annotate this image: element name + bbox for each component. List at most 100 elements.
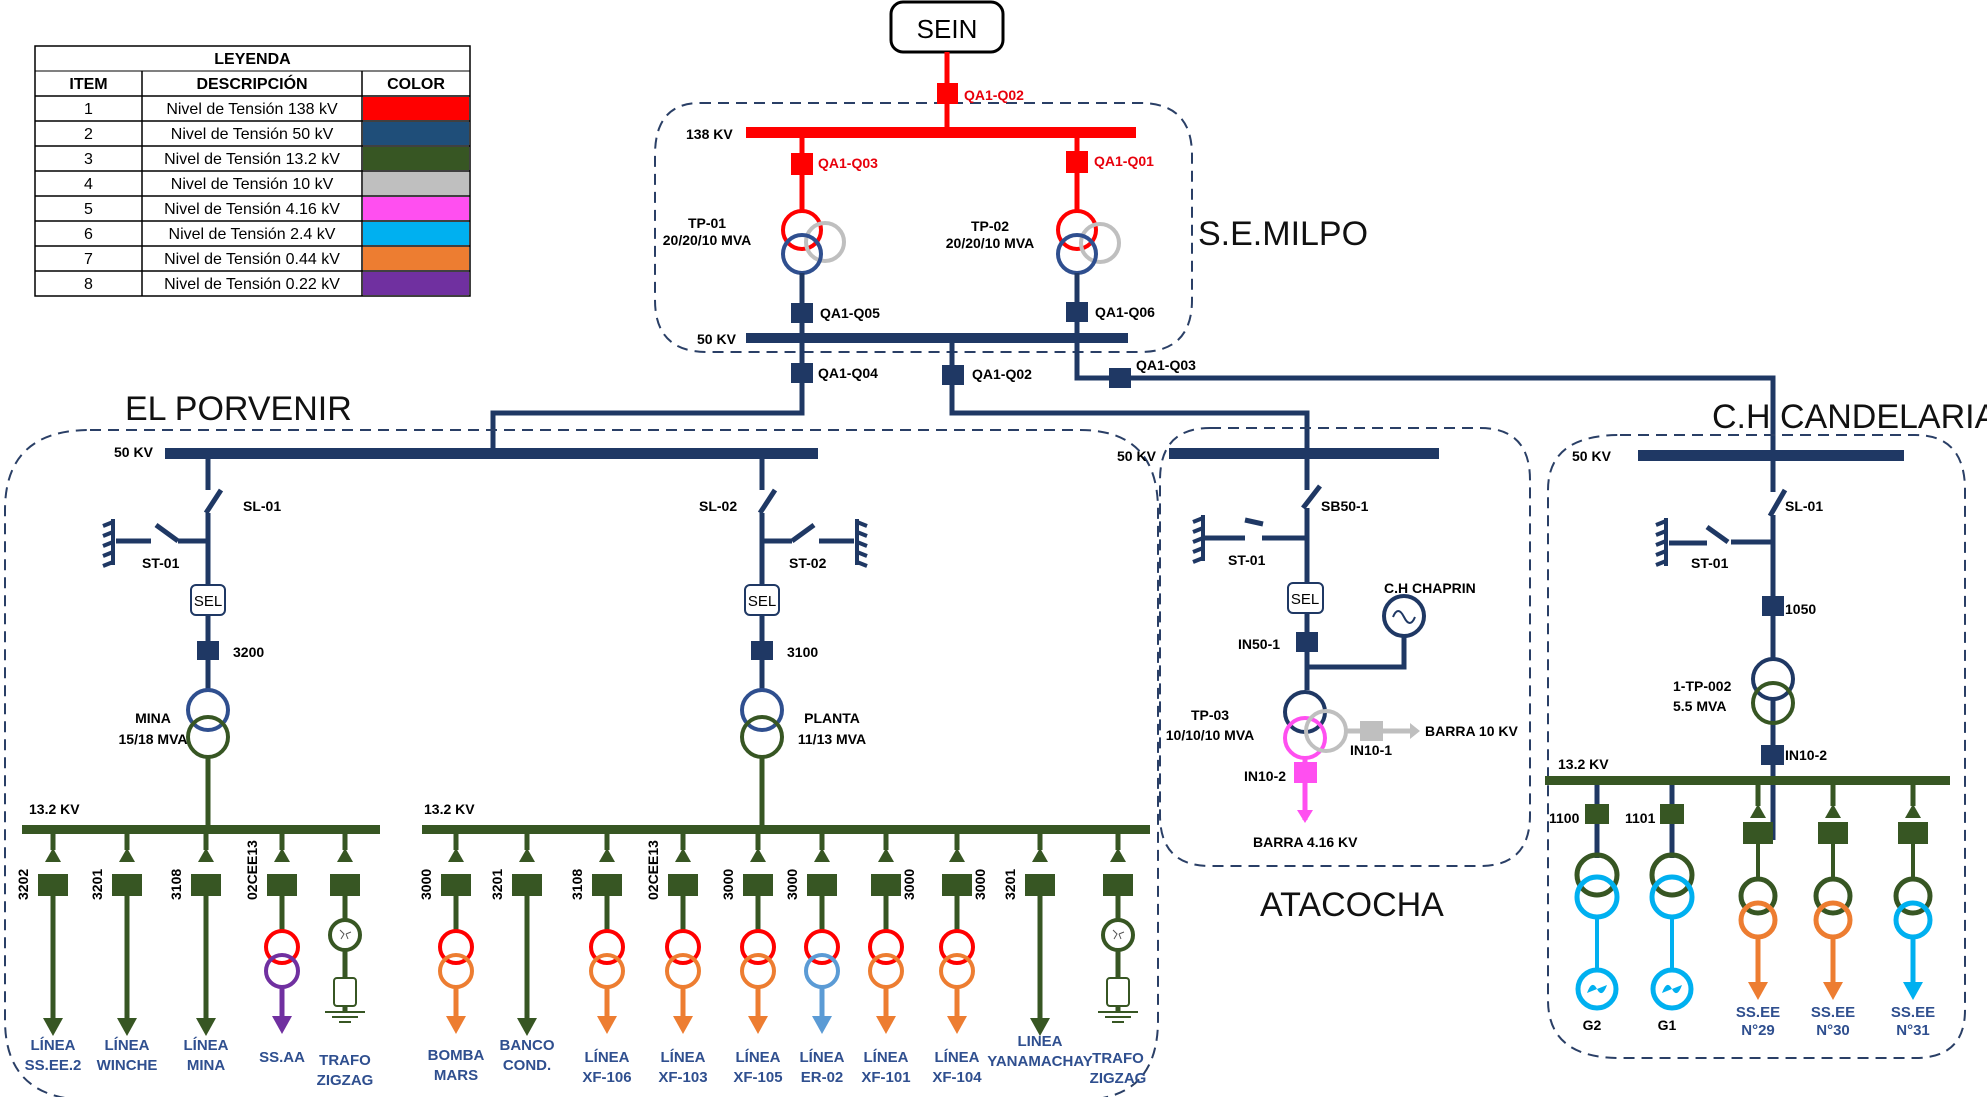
feeder-label-1: LINEA <box>1018 1033 1063 1050</box>
tp03-name: TP-03 <box>1191 707 1229 723</box>
switch-st01-candelaria[interactable] <box>1705 524 1730 545</box>
breaker-qa1-q02-in[interactable] <box>937 83 958 104</box>
arrow-barra-10kv <box>1410 723 1420 739</box>
bus-50kv-atacocha <box>1169 448 1439 459</box>
feeder-label-2: ZIGZAG <box>1090 1070 1147 1087</box>
feeder-arrow-up-icon <box>1110 848 1126 862</box>
breaker-in10-2-candelaria[interactable] <box>1761 745 1784 765</box>
transformer-winding-13 <box>740 715 784 759</box>
switch-st01-atacocha[interactable] <box>1244 517 1264 527</box>
feeders-left: 3202LÍNEASS.EE.23201LÍNEAWINCHE3108LÍNEA… <box>15 834 373 1089</box>
disconnector-switch[interactable] <box>203 488 224 515</box>
ground-hatch <box>856 530 868 538</box>
breaker-qa1-q06[interactable] <box>1066 302 1088 322</box>
feeder-breaker[interactable] <box>191 874 221 896</box>
tp03-winding-416 <box>1283 716 1327 760</box>
feeder-label-2: N°31 <box>1896 1022 1930 1039</box>
feeder-breaker[interactable] <box>38 874 68 896</box>
breaker-1100[interactable] <box>1585 804 1609 824</box>
feeder-arrow-up-icon <box>1905 804 1921 818</box>
label-ch-chaprin: C.H CHAPRIN <box>1384 580 1476 596</box>
feeder-label-1: LÍNEA <box>105 1037 150 1054</box>
label-bus-50kv-porvenir: 50 KV <box>114 444 154 460</box>
label-bus-50kv-atacocha: 50 KV <box>1117 448 1157 464</box>
legend-item: 3 <box>84 151 93 168</box>
switch-sb50-1[interactable] <box>1301 484 1322 510</box>
legend-desc: Nivel de Tensión 2.4 kV <box>169 226 336 243</box>
earth-switch[interactable] <box>790 522 816 544</box>
bus-138kv <box>746 127 1136 138</box>
feeder-breaker[interactable] <box>592 874 622 896</box>
breaker-qa1-q04[interactable] <box>791 363 813 383</box>
breaker-qa1-q03-out[interactable] <box>1109 368 1131 388</box>
feeder-breaker[interactable] <box>1103 874 1133 896</box>
feeder-breaker[interactable] <box>871 874 901 896</box>
feeder-label-1: BANCO <box>500 1037 555 1054</box>
feeder-breaker[interactable] <box>1818 822 1848 844</box>
transformer-winding-hv <box>939 929 975 965</box>
transformer-winding-13 <box>1738 876 1778 916</box>
feeder-label-2: YANAMACHAY <box>987 1053 1093 1070</box>
feeder-breaker[interactable] <box>807 874 837 896</box>
tp02-rating: 20/20/10 MVA <box>946 235 1034 251</box>
transformer-winding-lv <box>868 953 904 989</box>
feeder-breaker[interactable] <box>512 874 542 896</box>
label-qa1-q03-out: QA1-Q03 <box>1136 357 1196 373</box>
feeder-breaker[interactable] <box>267 874 297 896</box>
breaker-in10-2[interactable] <box>1294 762 1317 783</box>
earth-switch[interactable] <box>154 522 180 544</box>
legend-color-swatch <box>363 147 469 170</box>
feeder-breaker[interactable] <box>1898 822 1928 844</box>
legend-item: 8 <box>84 276 93 293</box>
ground-hatch <box>856 540 868 548</box>
feeder-arrow-up-icon <box>599 848 615 862</box>
legend-color-swatch <box>363 272 469 295</box>
legend-header: ITEM <box>69 76 107 93</box>
ground-hatch <box>102 560 114 568</box>
breaker-qa1-q03[interactable] <box>791 153 813 175</box>
label-qa1-q04: QA1-Q04 <box>818 365 878 381</box>
grounding-resistor <box>333 977 357 1007</box>
disconnector-switch[interactable] <box>757 488 778 515</box>
breaker-in10-1[interactable] <box>1360 721 1383 741</box>
feeder-arrow-up-icon <box>1825 804 1841 818</box>
label-bus-138kv: 138 KV <box>686 126 733 142</box>
tr-candelaria-winding-13 <box>1751 681 1795 725</box>
breaker-qa1-q01[interactable] <box>1066 151 1088 173</box>
feeder-label-1: SS.AA <box>259 1049 305 1066</box>
breaker-1050[interactable] <box>1762 596 1784 616</box>
transformer-winding-13 <box>1649 852 1695 898</box>
breaker-qa1-q05[interactable] <box>791 303 813 323</box>
label-st01-candelaria: ST-01 <box>1691 555 1729 571</box>
feeder-breaker[interactable] <box>668 874 698 896</box>
transformer-winding-hv <box>868 929 904 965</box>
feeder-label-1: LÍNEA <box>935 1049 980 1066</box>
transformer-winding-50 <box>740 688 784 732</box>
breaker-3100[interactable] <box>751 641 773 660</box>
switch-sl01-candelaria[interactable] <box>1767 488 1788 518</box>
feeder-breaker[interactable] <box>330 874 360 896</box>
feeder-breaker[interactable] <box>441 874 471 896</box>
feeder-breaker[interactable] <box>1025 874 1055 896</box>
feeder-label-1: LÍNEA <box>800 1049 845 1066</box>
transformer-winding-13 <box>1574 852 1620 898</box>
tp01-name: TP-01 <box>688 215 726 231</box>
generator-name: G1 <box>1658 1017 1677 1033</box>
tp01-winding-138 <box>781 209 823 251</box>
feeder-breaker[interactable] <box>743 874 773 896</box>
legend-desc: Nivel de Tensión 10 kV <box>171 176 334 193</box>
breaker-in50-1[interactable] <box>1296 632 1318 652</box>
feeder-arrow-down-icon <box>446 1016 466 1034</box>
feeder-breaker[interactable] <box>1743 822 1773 844</box>
breaker-1101[interactable] <box>1660 804 1684 824</box>
candelaria-title: C.H CANDELARIA <box>1712 398 1987 436</box>
legend-color-swatch <box>363 122 469 145</box>
feeder-arrow-down-icon <box>43 1018 63 1036</box>
transformer-winding-13 <box>1813 876 1853 916</box>
relay-sel-label: SEL <box>194 593 222 610</box>
feeder-breaker[interactable] <box>942 874 972 896</box>
feeder-breaker[interactable] <box>112 874 142 896</box>
breaker-qa1-q02-out[interactable] <box>942 365 964 385</box>
breaker-3200[interactable] <box>197 641 219 660</box>
